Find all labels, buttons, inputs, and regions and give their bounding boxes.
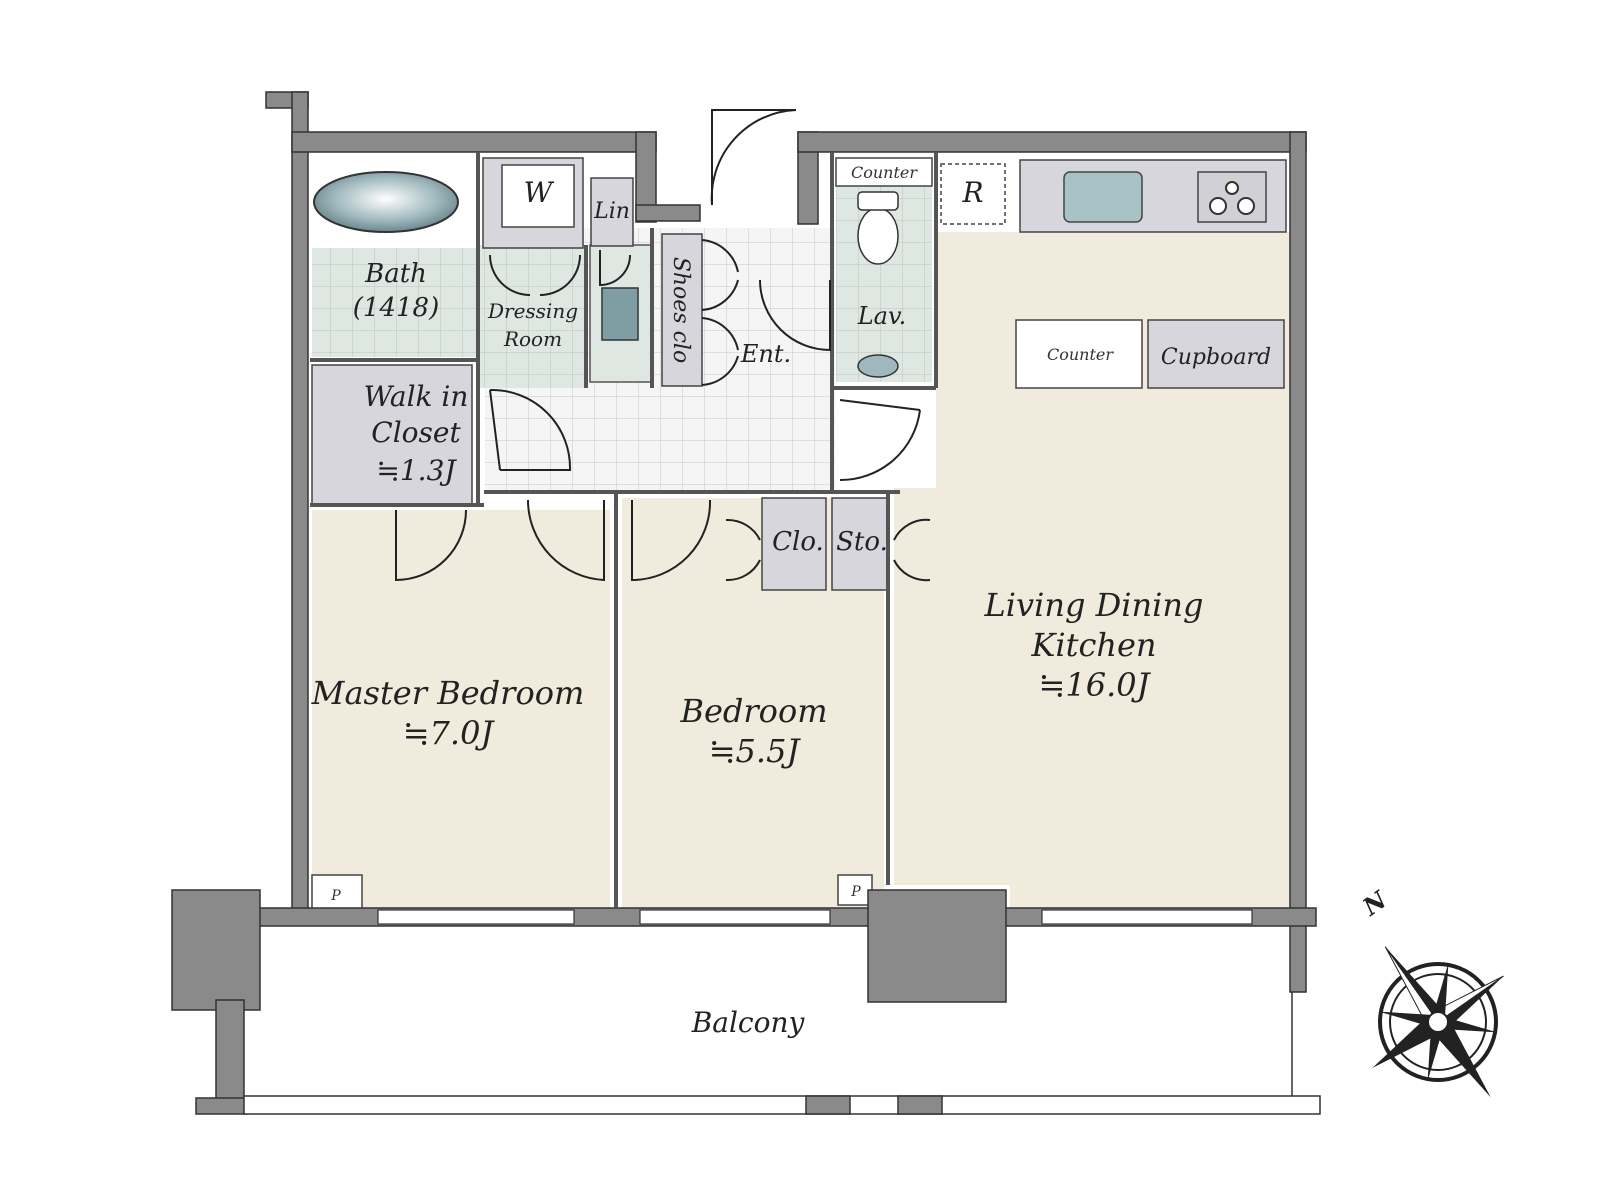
entrance-label: Ent. bbox=[740, 340, 791, 368]
bath-size-label: (1418) bbox=[353, 293, 439, 323]
walk-in-closet-label-line2: Closet bbox=[371, 416, 461, 449]
walk-in-closet-label-line1: Walk in bbox=[364, 380, 469, 413]
interior-walls bbox=[310, 152, 938, 908]
fridge-space bbox=[940, 163, 1006, 225]
bedroom-size: ≒5.5J bbox=[709, 732, 802, 770]
top-counter-label: Counter bbox=[851, 163, 918, 182]
cooktop bbox=[1197, 171, 1267, 223]
bath-floor bbox=[312, 245, 476, 357]
railing-post bbox=[805, 1095, 851, 1115]
cupboard-label: Cupboard bbox=[1161, 345, 1271, 370]
burner-icon bbox=[1237, 197, 1255, 215]
ldk-floor bbox=[894, 232, 1290, 908]
linen-closet bbox=[590, 177, 634, 247]
master-bedroom-floor bbox=[312, 510, 610, 908]
top-counter bbox=[835, 157, 933, 187]
pipe-space-2 bbox=[837, 874, 873, 906]
railing-post bbox=[897, 1095, 943, 1115]
closet-label: Clo. bbox=[772, 527, 824, 557]
bath-label: Bath bbox=[364, 259, 427, 289]
windows bbox=[377, 909, 1253, 925]
mid-counter-label: Counter bbox=[1047, 345, 1114, 364]
balcony-railing bbox=[243, 1095, 1321, 1115]
storage-unit bbox=[831, 497, 889, 591]
washer-box bbox=[501, 164, 575, 228]
master-bedroom-label: Master Bedroom bbox=[311, 674, 585, 712]
storage-label: Sto. bbox=[836, 527, 888, 557]
toilet-icon bbox=[857, 207, 899, 265]
bathtub-icon bbox=[313, 171, 459, 233]
mid-counter bbox=[1015, 319, 1143, 389]
pipe-space-2-label: P bbox=[850, 884, 861, 900]
pipe-space-1-label: P bbox=[330, 888, 341, 904]
lavatory-label: Lav. bbox=[857, 302, 907, 330]
closet-unit bbox=[761, 497, 827, 591]
dressing-floor bbox=[478, 245, 588, 388]
ldk-size: ≒16.0J bbox=[1039, 666, 1152, 704]
pipe-space-1 bbox=[311, 874, 363, 912]
compass-north-label: N bbox=[1357, 884, 1393, 922]
lav-basin-icon bbox=[857, 354, 899, 378]
shoes-closet bbox=[661, 233, 703, 387]
fridge-label: R bbox=[961, 176, 983, 209]
door-swings bbox=[395, 109, 931, 582]
compass-rose-icon bbox=[1372, 946, 1504, 1098]
washer-label: W bbox=[524, 176, 555, 209]
toilet-tank-icon bbox=[857, 191, 899, 211]
balcony-label: Balcony bbox=[691, 1006, 806, 1039]
walk-in-closet-size: ≒1.3J bbox=[376, 454, 457, 487]
ldk-label-line2: Kitchen bbox=[1030, 626, 1156, 664]
ldk-label-line1: Living Dining bbox=[984, 586, 1204, 624]
bedroom-label: Bedroom bbox=[679, 692, 827, 730]
shoes-closet-label: Shoes clo bbox=[668, 257, 693, 363]
linen-label: Lin bbox=[593, 199, 630, 224]
burner-icon bbox=[1225, 181, 1239, 195]
dressing-label-line2: Room bbox=[503, 327, 562, 351]
cupboard-unit bbox=[1147, 319, 1285, 389]
burner-icon bbox=[1209, 197, 1227, 215]
dressing-label-line1: Dressing bbox=[487, 299, 578, 323]
master-bedroom-size: ≒7.0J bbox=[403, 714, 496, 752]
washbasin-icon bbox=[601, 287, 639, 341]
kitchen-sink bbox=[1063, 171, 1143, 223]
walk-in-closet bbox=[311, 364, 473, 506]
